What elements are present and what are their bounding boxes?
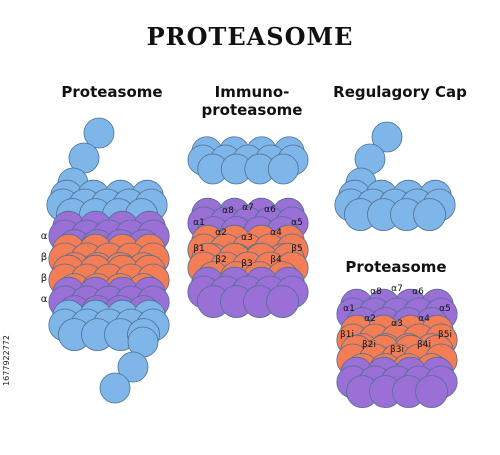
heading-proteasome-right: Proteasome <box>345 258 447 276</box>
label-alpha4: α4 <box>270 228 282 238</box>
label-right-beta1i: β1i <box>340 330 354 340</box>
label-alpha7: α7 <box>242 203 254 213</box>
ring-label-alpha-bottom: α <box>40 294 48 305</box>
ring-label-beta-upper: β <box>40 252 48 263</box>
heading-immunoproteasome: Immuno- proteasome <box>182 83 322 119</box>
label-right-alpha8: α8 <box>370 287 382 297</box>
heading-proteasome-left: Proteasome <box>61 83 163 101</box>
immuno-alpha-ring-bottom-subunit <box>266 285 299 319</box>
label-right-alpha6: α6 <box>412 287 424 297</box>
label-right-alpha7: α7 <box>391 284 403 294</box>
label-beta3: β3 <box>241 259 252 269</box>
label-alpha1: α1 <box>193 218 205 228</box>
immunoproteasome-illustration <box>187 136 309 319</box>
label-alpha3: α3 <box>241 233 253 243</box>
label-alpha6: α6 <box>264 205 276 215</box>
right-alpha-ring-bottom-subunit <box>415 375 448 409</box>
label-alpha8: α8 <box>222 206 234 216</box>
label-right-beta2i: β2i <box>362 340 376 350</box>
reg-cap-disc-subunit <box>413 198 446 232</box>
diagram-title: PROTEASOME <box>146 22 354 51</box>
heading-immunoproteasome-line1: Immuno- <box>214 83 290 101</box>
label-right-alpha5: α5 <box>439 304 451 314</box>
proteasome-right-illustration <box>336 288 458 409</box>
ring-label-alpha-top: α <box>40 231 48 242</box>
proteasome-left-illustration <box>46 117 170 404</box>
cap-chain-subunit <box>99 372 131 404</box>
label-right-alpha2: α2 <box>364 314 376 324</box>
heading-regulatory-cap: Regulagory Cap <box>333 83 467 101</box>
label-right-alpha1: α1 <box>343 304 355 314</box>
reg-cap-chain-subunit <box>371 121 403 153</box>
heading-immunoproteasome-line2: proteasome <box>201 101 303 119</box>
label-beta1: β1 <box>193 244 204 254</box>
label-alpha5: α5 <box>291 218 303 228</box>
label-right-alpha4: α4 <box>418 314 430 324</box>
label-right-beta4i: β4i <box>417 340 431 350</box>
label-beta2: β2 <box>215 255 226 265</box>
ring-label-beta-lower: β <box>40 273 48 284</box>
immuno-cap-subunit <box>267 153 299 185</box>
label-right-beta3i: β3i <box>390 345 404 355</box>
cap-chain-subunit <box>83 117 115 149</box>
subunit-labels: α8 α7 α6 α1 α5 α2 α3 α4 β1 β5 β2 β3 β4 α8 α7 α6 α1 α5 α2 α3… <box>193 203 452 355</box>
label-right-beta5i: β5i <box>438 330 452 340</box>
regulatory-cap-illustration <box>334 121 456 232</box>
label-beta5: β5 <box>291 244 302 254</box>
label-beta4: β4 <box>270 255 282 265</box>
label-right-alpha3: α3 <box>391 319 403 329</box>
label-alpha2: α2 <box>215 228 227 238</box>
cap-chain-subunit <box>117 351 149 383</box>
